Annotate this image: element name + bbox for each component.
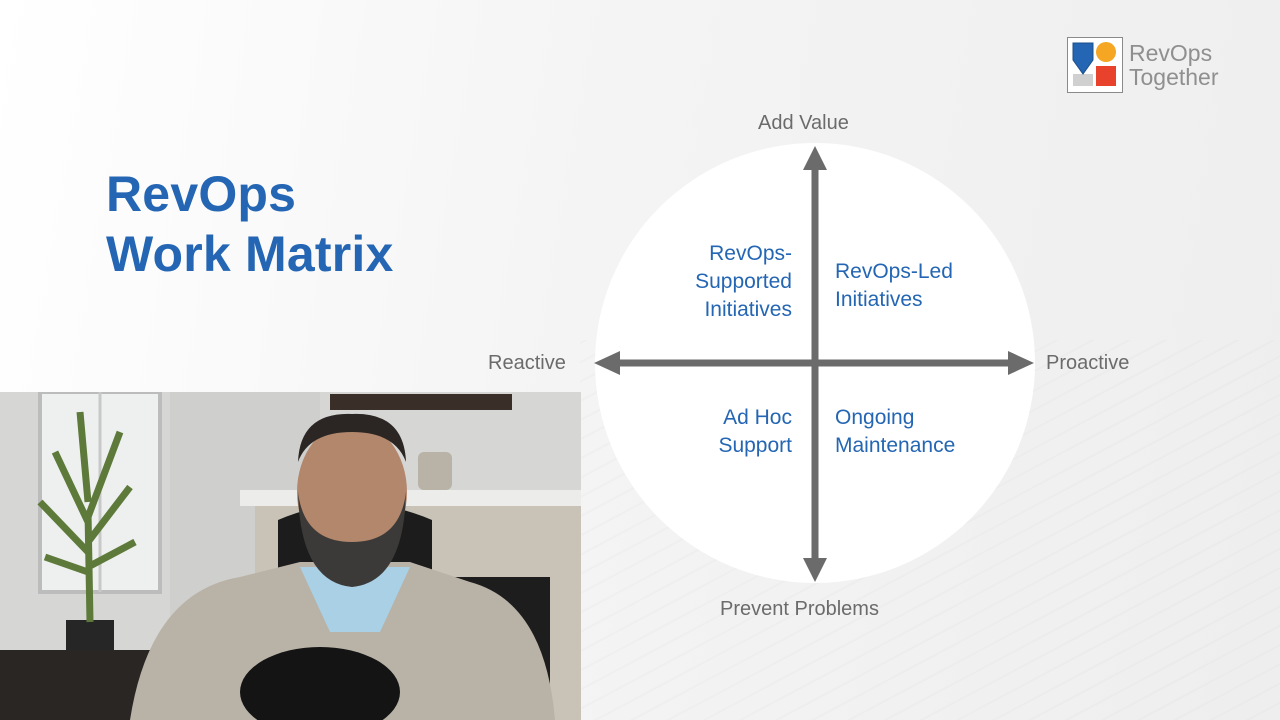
quadrant-bottom-right: Ongoing Maintenance [835,404,955,460]
quadrant-top-left-line: Supported [695,270,792,293]
quadrant-top-left-line: RevOps- [709,242,792,265]
quadrant-bottom-left-line: Support [718,434,792,457]
presenter-video [0,392,581,720]
arrow-left-icon [594,351,620,375]
arrow-up-icon [803,146,827,170]
arrow-down-icon [803,558,827,582]
quadrant-bottom-right-line: Maintenance [835,434,956,457]
quadrant-bottom-right-line: Ongoing [835,406,915,429]
axis-label-top: Add Value [758,112,849,134]
axis-label-bottom: Prevent Problems [720,598,879,620]
logo-text-line1: RevOps [1129,40,1213,66]
axis-label-left: Reactive [488,352,566,374]
quadrant-top-right: RevOps-Led Initiatives [835,258,953,314]
quadrant-top-right-line: Initiatives [835,288,923,311]
quadrant-top-left-line: Initiatives [704,298,792,321]
slide-title: RevOps Work Matrix [106,164,393,284]
quadrant-top-left: RevOps- Supported Initiatives [695,240,792,324]
axis-label-right: Proactive [1046,352,1130,374]
arrow-right-icon [1008,351,1034,375]
logo-text: RevOps Together [1129,41,1219,89]
revops-together-logo: RevOps Together [1067,37,1247,97]
logo-text-line2: Together [1129,64,1219,90]
quadrant-bottom-left: Ad Hoc Support [718,404,792,460]
slide-title-line2: Work Matrix [106,226,394,282]
slide-title-line1: RevOps [106,166,297,222]
presenter-video-frame [0,392,581,720]
logo-mark-icon [1067,37,1123,93]
quadrant-top-right-line: RevOps-Led [835,260,953,283]
quadrant-bottom-left-line: Ad Hoc [723,406,792,429]
